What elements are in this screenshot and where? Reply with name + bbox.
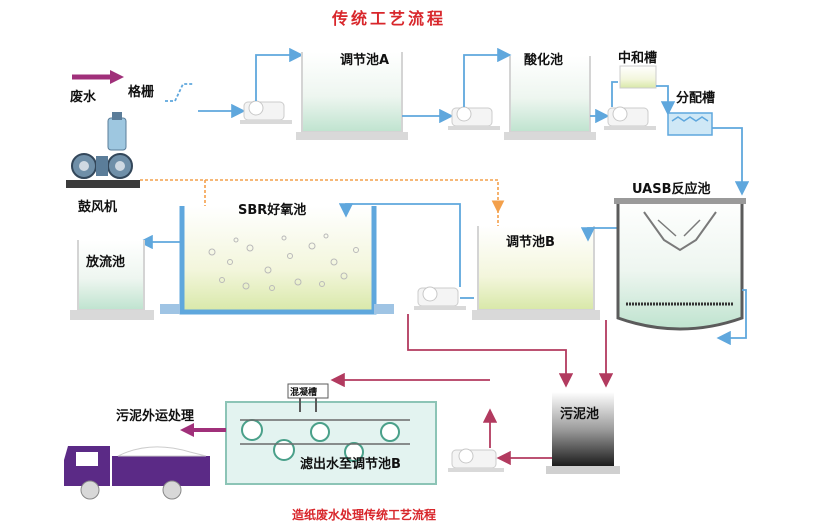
tank-equalization-b (472, 226, 600, 320)
pump-b (448, 106, 500, 130)
line-pump-b-to-acidification (463, 47, 512, 107)
diagram-caption: 造纸废水处理传统工艺流程 (292, 507, 436, 522)
tank-distribution (667, 112, 713, 136)
label-neutralization: 中和槽 (618, 50, 657, 66)
label-screen: 格栅 (128, 84, 154, 100)
line-pump-d-to-sbr (338, 203, 461, 287)
label-blower: 鼓风机 (78, 199, 117, 215)
tank-uasb (614, 198, 746, 331)
line-uasb-to-eq-b (580, 227, 620, 242)
line-pump-c-to-neutral (611, 81, 618, 107)
line-neutral-to-distribution (656, 85, 676, 116)
truck-icon (64, 446, 210, 500)
wastewater-arrow-head (110, 70, 124, 84)
pump-c (604, 106, 656, 130)
line-distribution-to-uasb (712, 127, 750, 196)
label-sludge-transport: 污泥外运处理 (116, 408, 194, 424)
air-line-main (140, 179, 505, 214)
tank-sbr (160, 206, 394, 315)
label-filtrate: 滤出水至调节池B (300, 456, 401, 472)
screen-symbol (165, 83, 194, 102)
tank-equalization-a (296, 52, 408, 140)
label-coagulation: 混凝槽 (290, 386, 317, 398)
label-uasb: UASB反应池 (632, 181, 711, 197)
pump-d (414, 286, 466, 310)
label-distribution: 分配槽 (676, 90, 715, 106)
tank-neutralization (619, 65, 657, 89)
diagram-title: 传统工艺流程 (331, 9, 446, 28)
tank-sludge (546, 392, 620, 474)
label-discharge: 放流池 (85, 254, 125, 270)
belt-filter-press (225, 398, 437, 485)
line-uasb-bottom-return (716, 289, 747, 346)
tank-discharge (70, 240, 154, 320)
sludge-transport-arrow-head (180, 423, 194, 437)
blower (66, 112, 140, 188)
label-sludge-tank: 污泥池 (560, 406, 599, 422)
pump-e (448, 448, 504, 472)
line-pump-a-to-tank-a (255, 47, 304, 101)
label-wastewater: 废水 (70, 89, 97, 105)
sludge-line-sbr (407, 314, 574, 388)
pump-a (240, 100, 292, 124)
tank-coagulation (287, 383, 329, 399)
label-acidification: 酸化池 (524, 52, 563, 68)
tank-acidification (504, 56, 596, 140)
label-sbr: SBR好氧池 (238, 202, 306, 218)
label-equalization-a: 调节池A (340, 52, 389, 68)
label-equalization-b: 调节池B (506, 234, 555, 250)
